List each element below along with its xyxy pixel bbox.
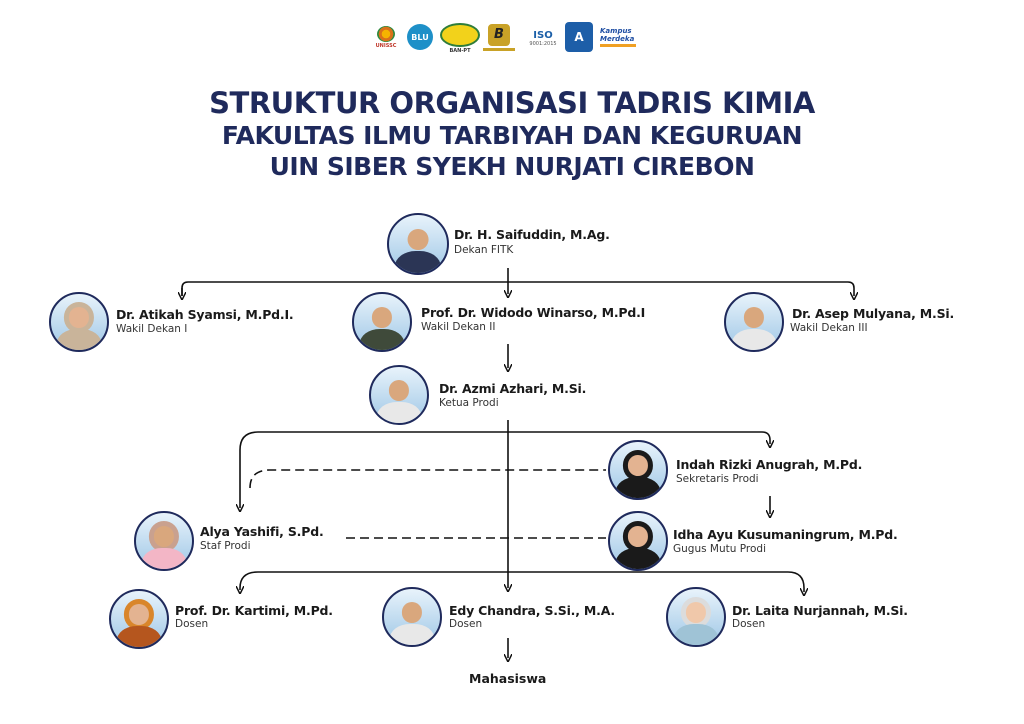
name-sekprodi: Indah Rizki Anugrah, M.Pd.: [676, 457, 863, 472]
name-wd2: Prof. Dr. Widodo Winarso, M.Pd.I: [421, 305, 646, 320]
avatar-dekan: [387, 213, 449, 275]
role-staf: Staf Prodi: [200, 540, 251, 552]
avatar-wd3: [724, 292, 784, 352]
name-gugus: Idha Ayu Kusumaningrum, M.Pd.: [673, 527, 898, 542]
name-wd1: Dr. Atikah Syamsi, M.Pd.I.: [116, 307, 294, 322]
role-wd2: Wakil Dekan II: [421, 321, 496, 333]
name-dosen-1: Prof. Dr. Kartimi, M.Pd.: [175, 603, 333, 618]
role-wd1: Wakil Dekan I: [116, 323, 188, 335]
line-dekan-wd-bus: [181, 281, 854, 296]
role-gugus: Gugus Mutu Prodi: [673, 543, 766, 555]
role-sekprodi: Sekretaris Prodi: [676, 473, 759, 485]
dashed-sekprodi-staf: [249, 469, 606, 489]
title-line-2: FAKULTAS ILMU TARBIYAH DAN KEGURUAN: [221, 121, 803, 150]
role-dekan: Dekan FITK: [454, 244, 514, 256]
accreditation-b-logo: B: [482, 22, 516, 52]
line-kaprodi-right: [508, 431, 770, 444]
role-kaprodi: Ketua Prodi: [439, 397, 499, 409]
unissc-logo: UNISSC: [372, 22, 400, 52]
avatar-gugus: [608, 511, 668, 571]
name-staf: Alya Yashifi, S.Pd.: [200, 524, 324, 539]
ban-pt-logo: BAN-PT: [440, 22, 480, 54]
role-dosen-1: Dosen: [175, 618, 209, 630]
name-wd3: Dr. Asep Mulyana, M.Si.: [792, 306, 955, 321]
avatar-dosen-3: [666, 587, 726, 647]
title-line-3: UIN SIBER SYEKH NURJATI CIREBON: [269, 152, 755, 181]
title-line-1: STRUKTUR ORGANISASI TADRIS KIMIA: [209, 86, 815, 120]
line-dosen-left: [240, 571, 508, 590]
avatar-wd2: [352, 292, 412, 352]
avatar-wd1: [49, 292, 109, 352]
avatar-dosen-2: [382, 587, 442, 647]
mahasiswa-label: Mahasiswa: [469, 671, 547, 686]
avatar-staf: [134, 511, 194, 571]
name-kaprodi: Dr. Azmi Azhari, M.Si.: [439, 381, 587, 396]
tuv-logo: A: [565, 22, 593, 52]
name-dekan: Dr. H. Saifuddin, M.Ag.: [454, 227, 610, 242]
avatar-sekprodi: [608, 440, 668, 500]
role-dosen-2: Dosen: [449, 618, 483, 630]
blu-logo: BLU: [407, 24, 433, 50]
role-wd3: Wakil Dekan III: [790, 322, 868, 334]
line-dosen-right: [508, 571, 804, 592]
avatar-kaprodi: [369, 365, 429, 425]
line-kaprodi-left: [240, 431, 508, 508]
role-dosen-3: Dosen: [732, 618, 766, 630]
avatar-dosen-1: [109, 589, 169, 649]
name-dosen-3: Dr. Laita Nurjannah, M.Si.: [732, 603, 908, 618]
name-dosen-2: Edy Chandra, S.Si., M.A.: [449, 603, 615, 618]
